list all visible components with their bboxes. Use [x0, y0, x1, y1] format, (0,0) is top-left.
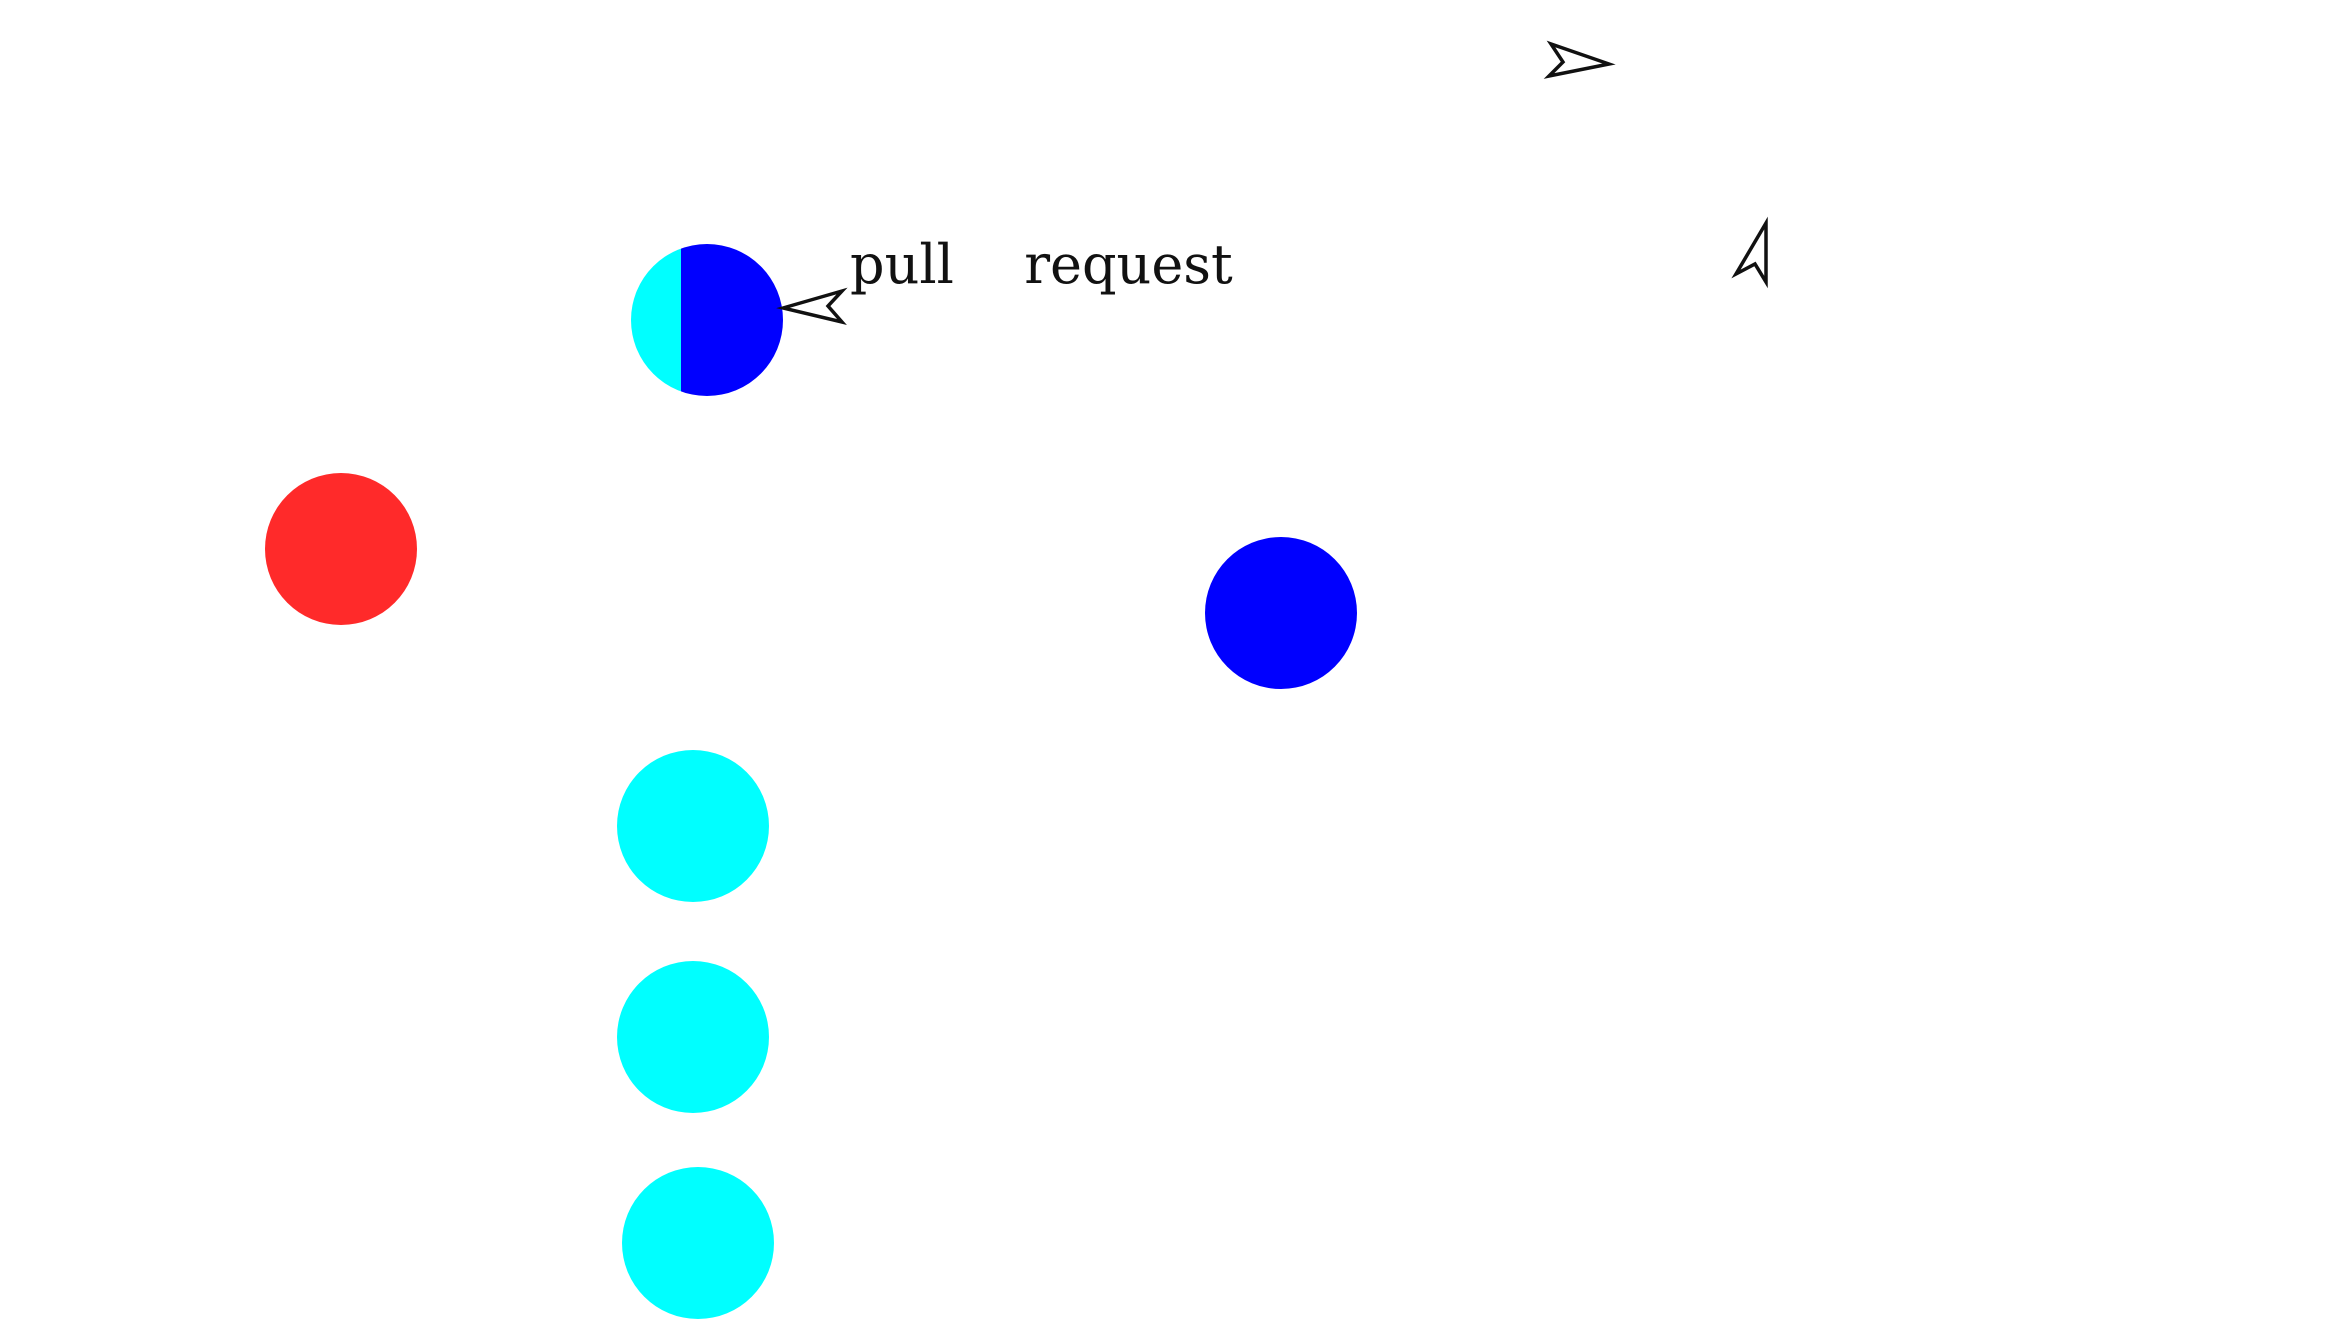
pointer-arrow-icon: [1543, 40, 1616, 79]
blue-node: [1205, 537, 1357, 689]
red-node: [265, 473, 417, 625]
pointer-arrow-icon: [1731, 216, 1768, 289]
pointer-arrow-icon: [776, 287, 848, 325]
pull-request-label: pull request: [850, 233, 1233, 296]
cyan-node-1: [617, 750, 769, 902]
split-node: [631, 244, 783, 396]
cyan-node-2: [617, 961, 769, 1113]
cyan-node-3: [622, 1167, 774, 1319]
